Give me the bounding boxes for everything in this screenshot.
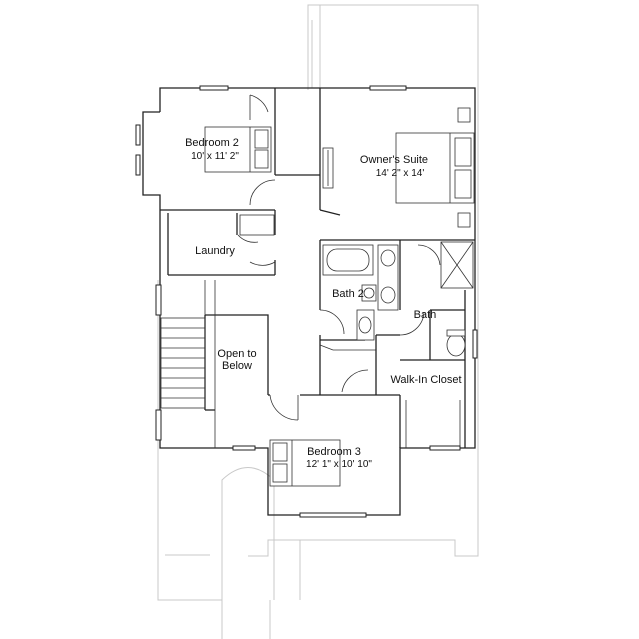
- doors: [237, 94, 441, 421]
- bedroom-2-size: 10' x 11' 2": [191, 151, 239, 162]
- laundry-label: Laundry: [195, 245, 235, 257]
- bedroom-3-label: Bedroom 3: [307, 446, 361, 458]
- exterior-walls: [142, 87, 476, 516]
- bed-bedroom-3: [269, 439, 341, 487]
- windows: [135, 85, 478, 518]
- bath-2-fixtures: [322, 244, 399, 341]
- laundry-fixtures: [239, 214, 275, 236]
- open-to-below-label-1: Open to: [217, 348, 256, 360]
- bed-bedroom-2: [204, 126, 272, 173]
- bedroom-2-label: Bedroom 2: [185, 137, 239, 149]
- interior-walls: [167, 88, 475, 448]
- owners-suite-label: Owner's Suite: [360, 154, 428, 166]
- bedroom-3-size: 12' 1" x 10' 10": [306, 459, 372, 470]
- owners-suite-size: 14' 2" x 14': [376, 168, 425, 179]
- bath-fixtures: [440, 241, 474, 357]
- bath-2-label: Bath 2: [332, 288, 364, 300]
- walk-in-closet-label: Walk-In Closet: [390, 374, 461, 386]
- bath-label: Bath: [414, 309, 437, 321]
- open-to-below-label-2: Below: [222, 360, 252, 372]
- dresser-owners-suite: [322, 147, 334, 189]
- bed-owners-suite: [395, 107, 475, 228]
- stairs: [160, 317, 206, 409]
